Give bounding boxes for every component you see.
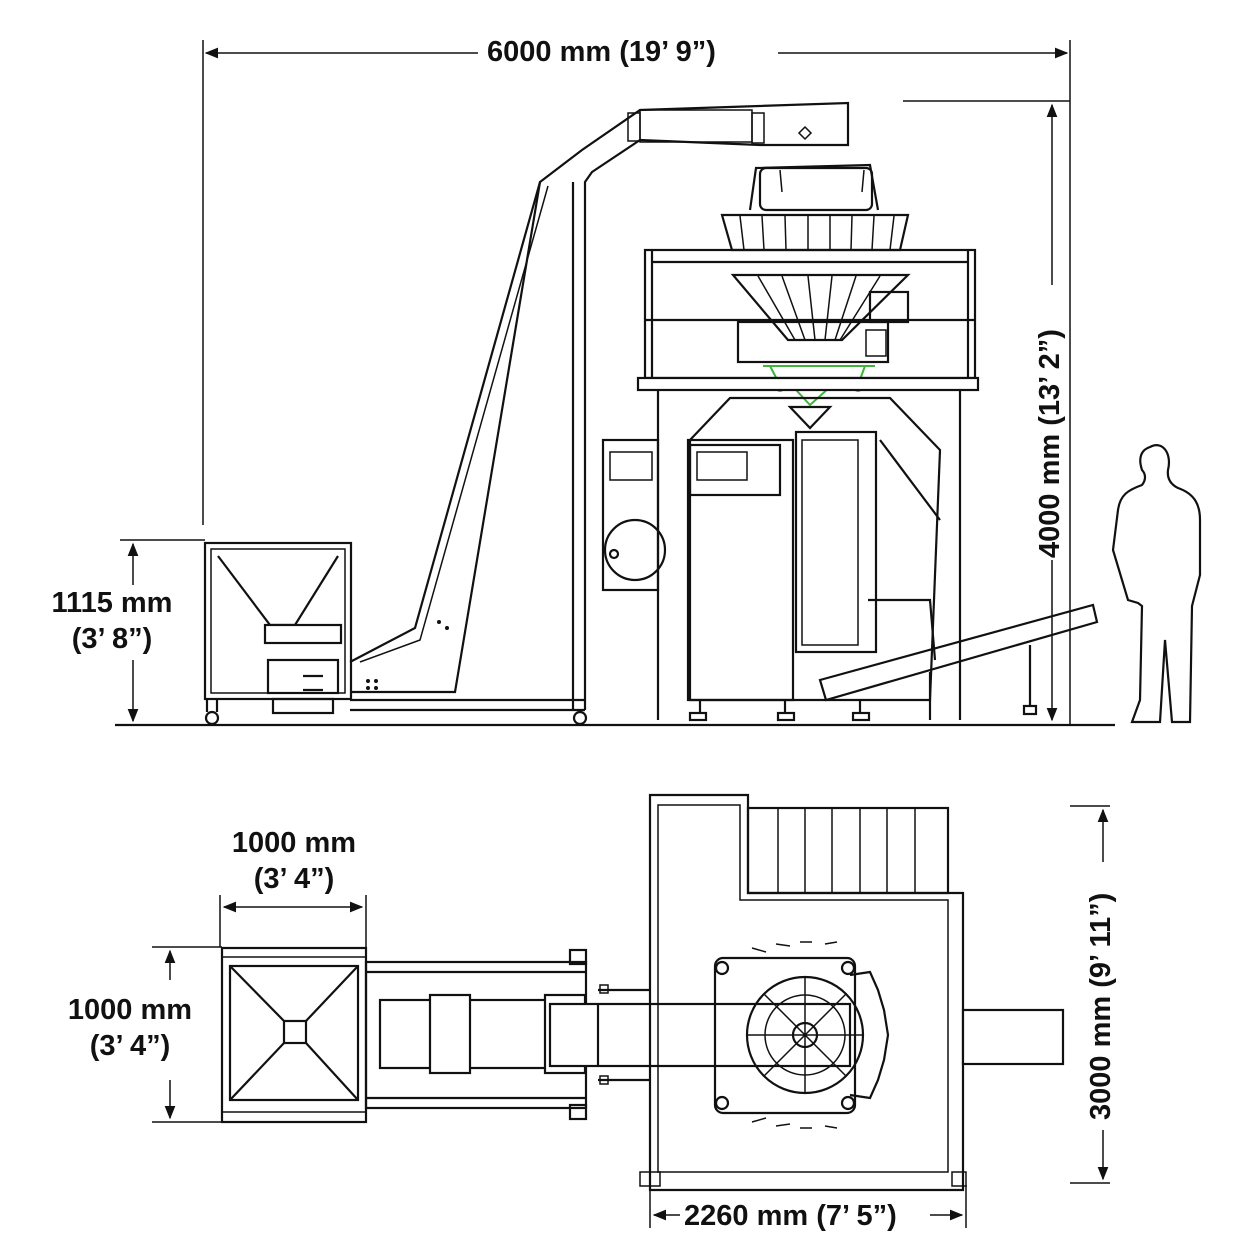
hopper-depth-dimension: [152, 946, 222, 1123]
overall-width-label: 6000 mm (19’ 9”): [487, 36, 716, 68]
hopper-height-ft: (3’ 8”): [71, 623, 153, 656]
platform-plan: [639, 793, 1065, 1192]
hopper-height-dimension: [120, 539, 205, 723]
platform-width-dimension: [649, 1185, 967, 1228]
incline-conveyor: [349, 101, 850, 712]
platform-depth-dimension: [1070, 805, 1110, 1184]
human-scale-figure: [1111, 444, 1202, 724]
feed-hopper-plan: [220, 946, 368, 1124]
platform-width-label: 2260 mm (7’ 5”): [684, 1200, 897, 1232]
hopper-width-ft: (3’ 4”): [253, 863, 335, 896]
hopper-height-label: 1115 mm (3’ 8”): [42, 585, 182, 658]
feed-hopper-side: [203, 541, 588, 726]
hopper-width-dimension: [219, 895, 367, 947]
hopper-height-mm: 1115 mm: [51, 587, 173, 619]
overall-height-dimension: [903, 100, 1070, 722]
multihead-weigher-plan: [713, 941, 890, 1129]
hopper-width-mm: 1000 mm: [231, 827, 357, 859]
vffs-packaging-machine: [601, 396, 942, 722]
hopper-depth-mm: 1000 mm: [67, 994, 193, 1026]
overall-height-label: 4000 mm (13’ 2”): [1034, 329, 1066, 558]
hopper-depth-ft: (3’ 4”): [89, 1030, 171, 1063]
multihead-weigher: [720, 163, 911, 364]
outfeed-conveyor: [818, 603, 1099, 720]
hopper-width-label: 1000 mm (3’ 4”): [222, 825, 366, 898]
platform-depth-label: 3000 mm (9’ 11”): [1085, 892, 1117, 1120]
hopper-depth-label: 1000 mm (3’ 4”): [60, 992, 200, 1065]
incline-conveyor-plan: [364, 948, 852, 1121]
